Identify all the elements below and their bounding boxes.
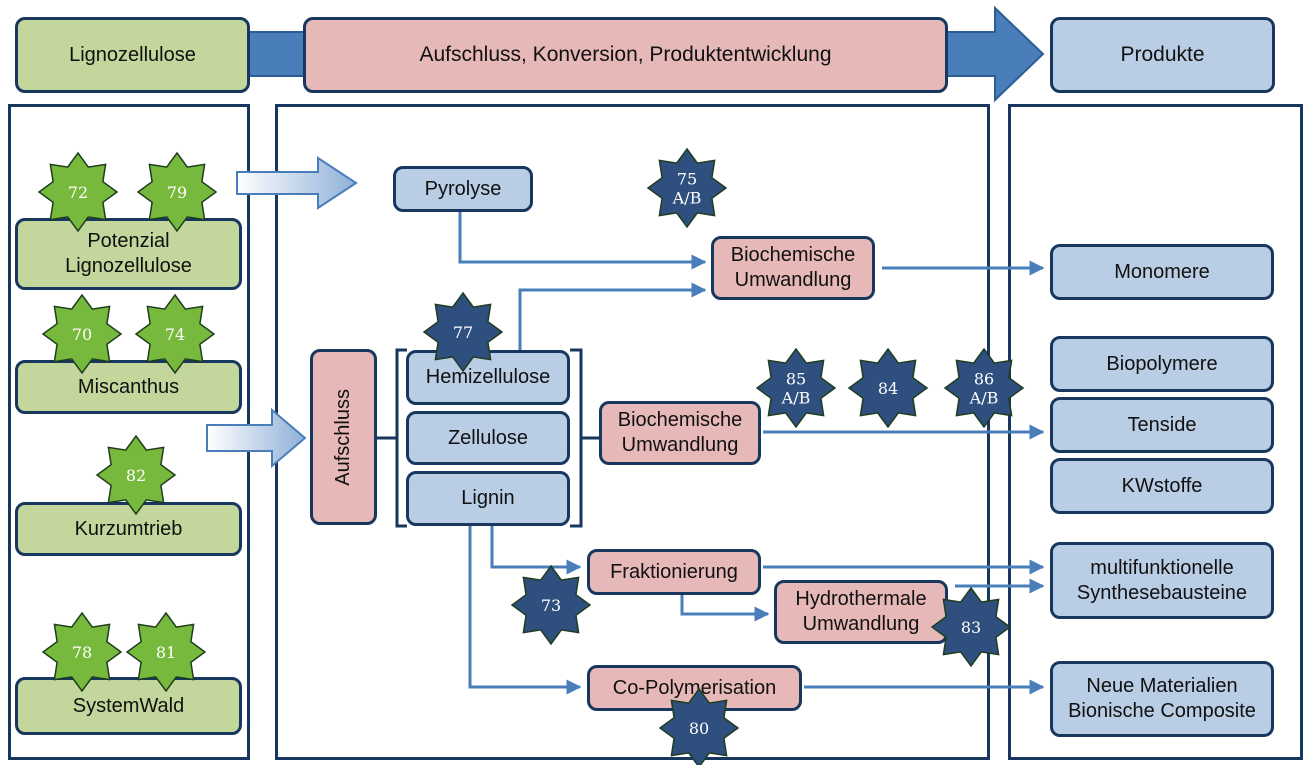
star-shape — [943, 347, 1025, 429]
star-badge-74: 74 — [134, 293, 216, 375]
star-label: 80 — [689, 719, 709, 738]
arrow-fraktionierung-hydrothermale — [680, 595, 770, 622]
star-label: 78 — [72, 643, 92, 662]
arrow-pyrolyse-biochem — [458, 212, 707, 270]
star-label: 73 — [541, 596, 561, 615]
biochemische-umwandlung-mid-box: Biochemische Umwandlung — [599, 401, 761, 465]
star-shape — [646, 147, 728, 229]
star-badge-72: 72 — [37, 151, 119, 233]
fraction-bracket-right — [570, 348, 583, 528]
star-label: 84 — [878, 379, 898, 398]
source-miscanthus: Miscanthus — [15, 360, 242, 414]
product-multifunktionelle-synthesebausteine: multifunktionelle Synthesebausteine — [1050, 542, 1274, 619]
star-shape — [422, 291, 504, 373]
star-badge-79: 79 — [136, 151, 218, 233]
biochemische-umwandlung-top-box: Biochemische Umwandlung — [711, 236, 875, 300]
product-monomere: Monomere — [1050, 244, 1274, 300]
star-badge-77: 77 — [422, 291, 504, 373]
star-label: 72 — [68, 183, 88, 202]
product-kwstoffe: KWstoffe — [1050, 458, 1274, 514]
star-label: 83 — [961, 618, 981, 637]
header-produkte: Produkte — [1050, 17, 1275, 93]
star-label: 77 — [453, 323, 473, 342]
star-shape — [37, 151, 119, 233]
source-kurzumtrieb: Kurzumtrieb — [15, 502, 242, 556]
star-badge-84: 84 — [847, 347, 929, 429]
star-label: 79 — [167, 183, 187, 202]
star-label: 74 — [165, 325, 185, 344]
star-shape — [510, 564, 592, 646]
star-shape — [658, 687, 740, 765]
input-arrow-top — [236, 156, 358, 210]
star-badge-82: 82 — [95, 434, 177, 516]
star-badge-83: 83 — [930, 586, 1012, 668]
star-label: 81 — [156, 643, 176, 662]
arrow-hemi-biochem — [518, 282, 707, 350]
star-shape — [41, 293, 123, 375]
star-badge-80: 80 — [658, 687, 740, 765]
star-shape — [847, 347, 929, 429]
lignin-box: Lignin — [406, 471, 570, 526]
arrow-lignin-copolymerisation — [468, 526, 582, 695]
hydrothermale-umwandlung-box: Hydrothermale Umwandlung — [774, 580, 948, 644]
star-label: 82 — [126, 466, 146, 485]
product-biopolymere: Biopolymere — [1050, 336, 1274, 392]
product-tenside: Tenside — [1050, 397, 1274, 453]
source-potenzial-lignozellulose: Potenzial Lignozellulose — [15, 218, 242, 290]
input-arrow-bottom — [206, 407, 307, 469]
star-shape — [41, 611, 123, 693]
star-label: 70 — [72, 325, 92, 344]
star-shape — [930, 586, 1012, 668]
zellulose-box: Zellulose — [406, 411, 570, 465]
star-badge-70: 70 — [41, 293, 123, 375]
aufschluss-box: Aufschluss — [310, 349, 377, 525]
star-badge-78: 78 — [41, 611, 123, 693]
arrow-lignin-fraktionierung — [490, 526, 582, 575]
star-badge-73: 73 — [510, 564, 592, 646]
header-lignozellulose: Lignozellulose — [15, 17, 250, 93]
star-shape — [755, 347, 837, 429]
pyrolyse-box: Pyrolyse — [393, 166, 533, 212]
star-shape — [95, 434, 177, 516]
fraktionierung-box: Fraktionierung — [587, 549, 761, 595]
star-shape — [136, 151, 218, 233]
star-shape — [134, 293, 216, 375]
product-neue-materialien: Neue Materialien Bionische Composite — [1050, 661, 1274, 737]
header-process: Aufschluss, Konversion, Produktentwicklu… — [303, 17, 948, 93]
fraction-bracket-left — [395, 348, 407, 528]
star-badge-81: 81 — [125, 611, 207, 693]
star-shape — [125, 611, 207, 693]
source-systemwald: SystemWald — [15, 677, 242, 735]
